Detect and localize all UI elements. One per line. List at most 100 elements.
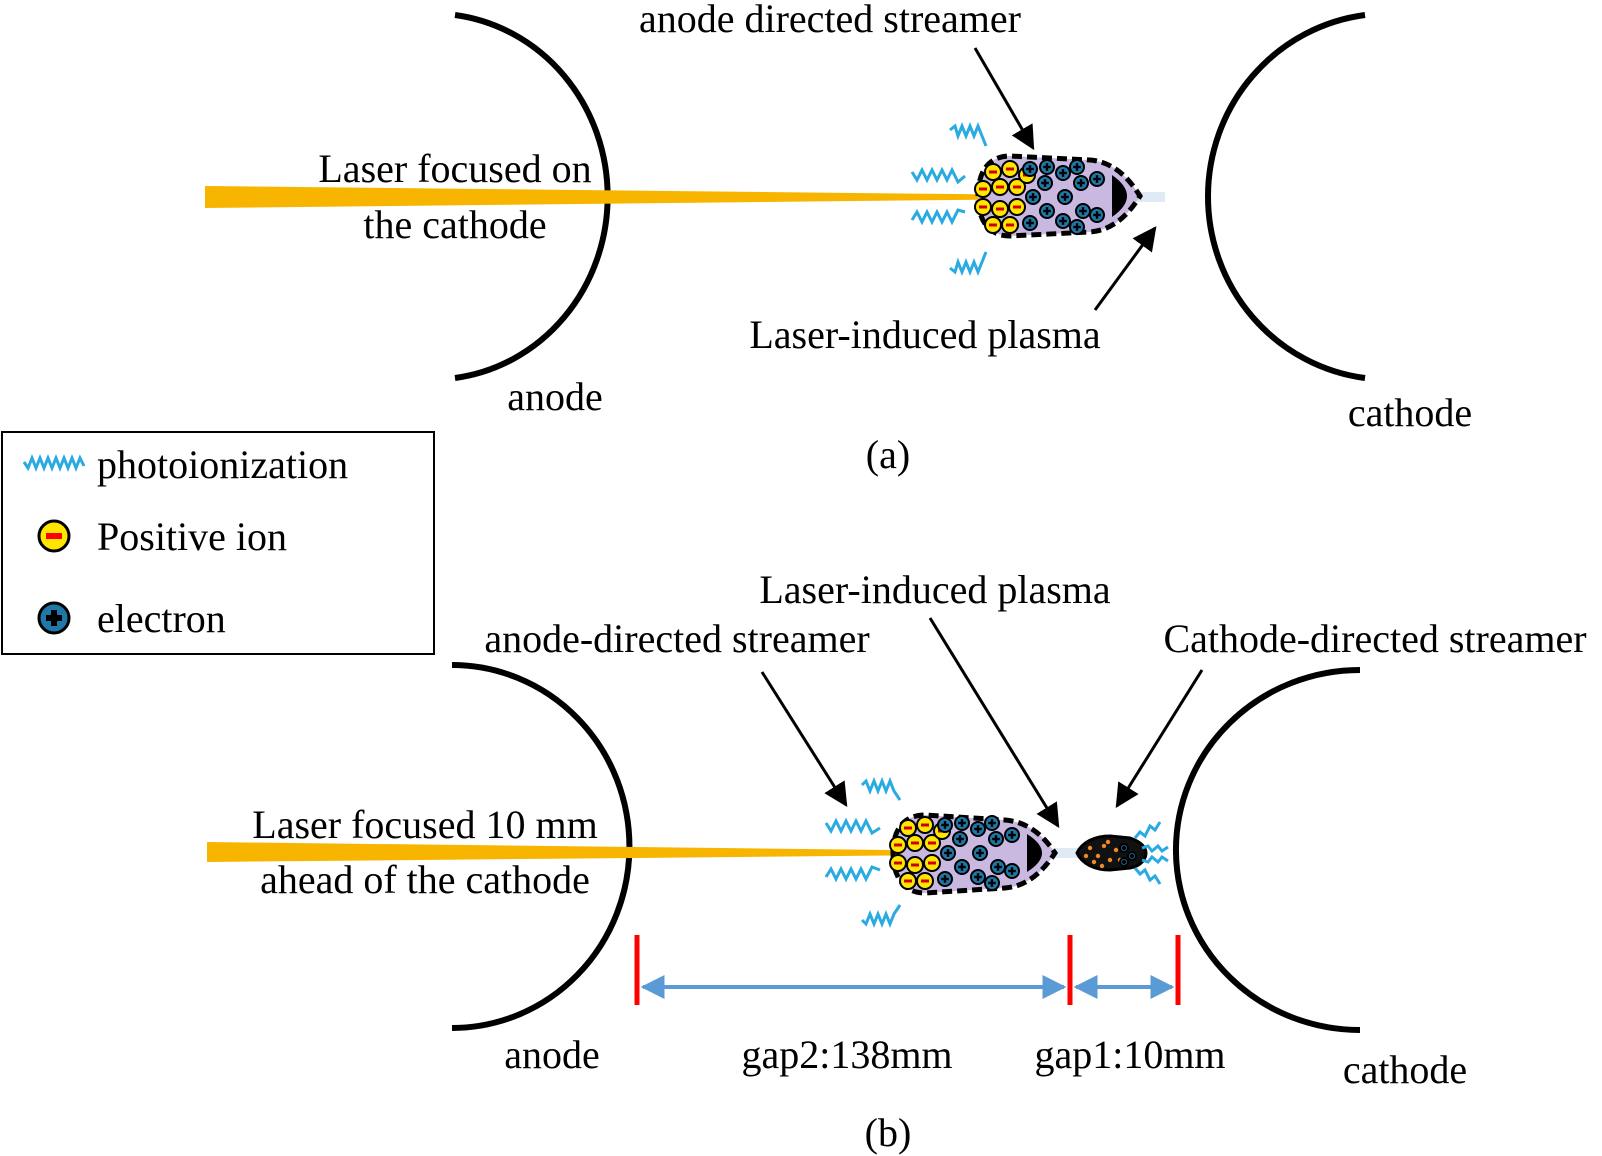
electron-icon <box>970 869 986 885</box>
electron-icon <box>1004 863 1020 879</box>
plasma-pointer-a <box>1093 226 1157 311</box>
ion-cluster-a <box>974 160 1036 234</box>
electron-icon <box>954 859 970 875</box>
streamer-tip-b <box>1027 834 1042 872</box>
cathode-streamer-charges <box>1083 839 1137 869</box>
cathode-streamer-label-b: Cathode-directed streamer <box>1163 616 1586 661</box>
electron-icon <box>984 815 1000 831</box>
positive-ion-icon <box>1001 160 1019 178</box>
photon-wave-icon <box>949 121 988 147</box>
cathode-electrode-a <box>1205 12 1366 381</box>
photon-wave-icon <box>910 208 966 226</box>
positive-ion-icon <box>984 163 1002 181</box>
positive-ion-icon <box>916 816 934 834</box>
photon-wave-icon <box>860 904 902 929</box>
anode-electrode-b <box>451 662 633 1031</box>
electron-icon <box>1057 189 1073 205</box>
electron-legend-icon <box>37 601 71 635</box>
photoionization-legend-icon <box>22 453 86 473</box>
electron-icon <box>954 815 970 831</box>
electron-icon <box>984 875 1000 891</box>
photon-wave-icon <box>1141 854 1169 865</box>
anode-streamer-pointer-b <box>760 671 848 808</box>
electron-icon <box>1039 203 1055 219</box>
charge-dot <box>1099 863 1105 869</box>
electron-icon <box>1119 857 1129 867</box>
streamer-pointer-a <box>973 47 1035 151</box>
electron-icon <box>1069 219 1085 235</box>
positive-ion-icon <box>889 854 907 872</box>
electron-icon <box>990 859 1006 875</box>
positive-ion-icon <box>906 834 924 852</box>
electron-icon <box>1004 827 1020 843</box>
gap2-label: gap2:138mm <box>741 1032 952 1077</box>
electron-icon <box>1055 213 1071 229</box>
electron-icon <box>952 831 968 847</box>
positive-ion-icon <box>991 178 1009 196</box>
laser-label-b-line1: Laser focused 10 mm <box>252 802 597 847</box>
photon-wave-icon <box>824 817 881 836</box>
positive-ion-icon <box>923 834 941 852</box>
charge-dot <box>1107 857 1113 863</box>
caption-b: (b) <box>865 1110 912 1155</box>
charge-dot <box>1091 859 1097 865</box>
positive-ion-icon <box>984 216 1002 234</box>
electron-icon <box>970 821 986 837</box>
cathode-label-a: cathode <box>1348 390 1472 435</box>
electron-icon <box>1025 189 1041 205</box>
electron-cluster-a <box>1022 159 1105 235</box>
ion-cluster-b <box>889 816 951 890</box>
positive-ion-icon <box>1001 216 1019 234</box>
electron-icon <box>1022 215 1038 231</box>
electron-icon <box>972 845 988 861</box>
streamer-label-a: anode directed streamer <box>639 0 1021 41</box>
electron-cluster-b <box>937 815 1020 891</box>
electron-icon <box>1022 161 1038 177</box>
charge-dot <box>1101 843 1107 849</box>
anode-label-b: anode <box>504 1032 600 1077</box>
electron-icon <box>1037 175 1053 191</box>
positive-ion-icon <box>974 198 992 216</box>
positive-ion-icon <box>889 836 907 854</box>
positive-ion-icon <box>916 872 934 890</box>
charge-dot <box>1087 845 1093 851</box>
legend: photoionization Positive ion electron <box>1 431 435 655</box>
caption-a: (a) <box>866 432 910 477</box>
legend-photoionization-label: photoionization <box>97 442 348 487</box>
positive-ion-icon <box>899 819 917 837</box>
photon-wave-icon <box>1133 867 1162 885</box>
charge-dot <box>1083 853 1089 859</box>
panel-b: Laser focused 10 mm ahead of the cathode… <box>207 567 1587 1155</box>
cathode-label-b: cathode <box>1343 1047 1467 1092</box>
panel-a: Laser focused on the cathode anode direc… <box>205 0 1472 477</box>
positive-ion-icon <box>974 180 992 198</box>
photon-wave-icon <box>910 166 966 185</box>
electron-icon <box>1119 843 1129 853</box>
electron-icon <box>937 871 953 887</box>
positive-ion-legend-icon <box>37 519 71 553</box>
positive-ion-icon <box>991 200 1009 218</box>
laser-beam-b <box>207 842 1055 862</box>
electron-icon <box>1127 851 1137 861</box>
plasma-label-a: Laser-induced plasma <box>749 312 1101 357</box>
anode-label-a: anode <box>507 374 603 419</box>
legend-positive-ion-label: Positive ion <box>97 514 287 559</box>
legend-electron-label: electron <box>97 596 226 641</box>
charge-dot <box>1113 847 1119 853</box>
electron-icon <box>1089 171 1105 187</box>
electron-icon <box>937 817 953 833</box>
laser-label-a-line1: Laser focused on <box>318 146 591 191</box>
electron-icon <box>988 831 1004 847</box>
charge-dot <box>1095 853 1101 859</box>
legend-box <box>1 431 435 655</box>
photon-wave-icon <box>949 251 988 277</box>
laser-label-a-line2: the cathode <box>363 202 546 247</box>
positive-ion-icon <box>906 856 924 874</box>
positive-ion-icon <box>1008 178 1026 196</box>
electron-icon <box>940 845 956 861</box>
gap1-label: gap1:10mm <box>1034 1032 1225 1077</box>
laser-label-b-line2: ahead of the cathode <box>260 857 590 902</box>
photon-wave-icon <box>824 865 881 883</box>
electron-icon <box>1069 159 1085 175</box>
